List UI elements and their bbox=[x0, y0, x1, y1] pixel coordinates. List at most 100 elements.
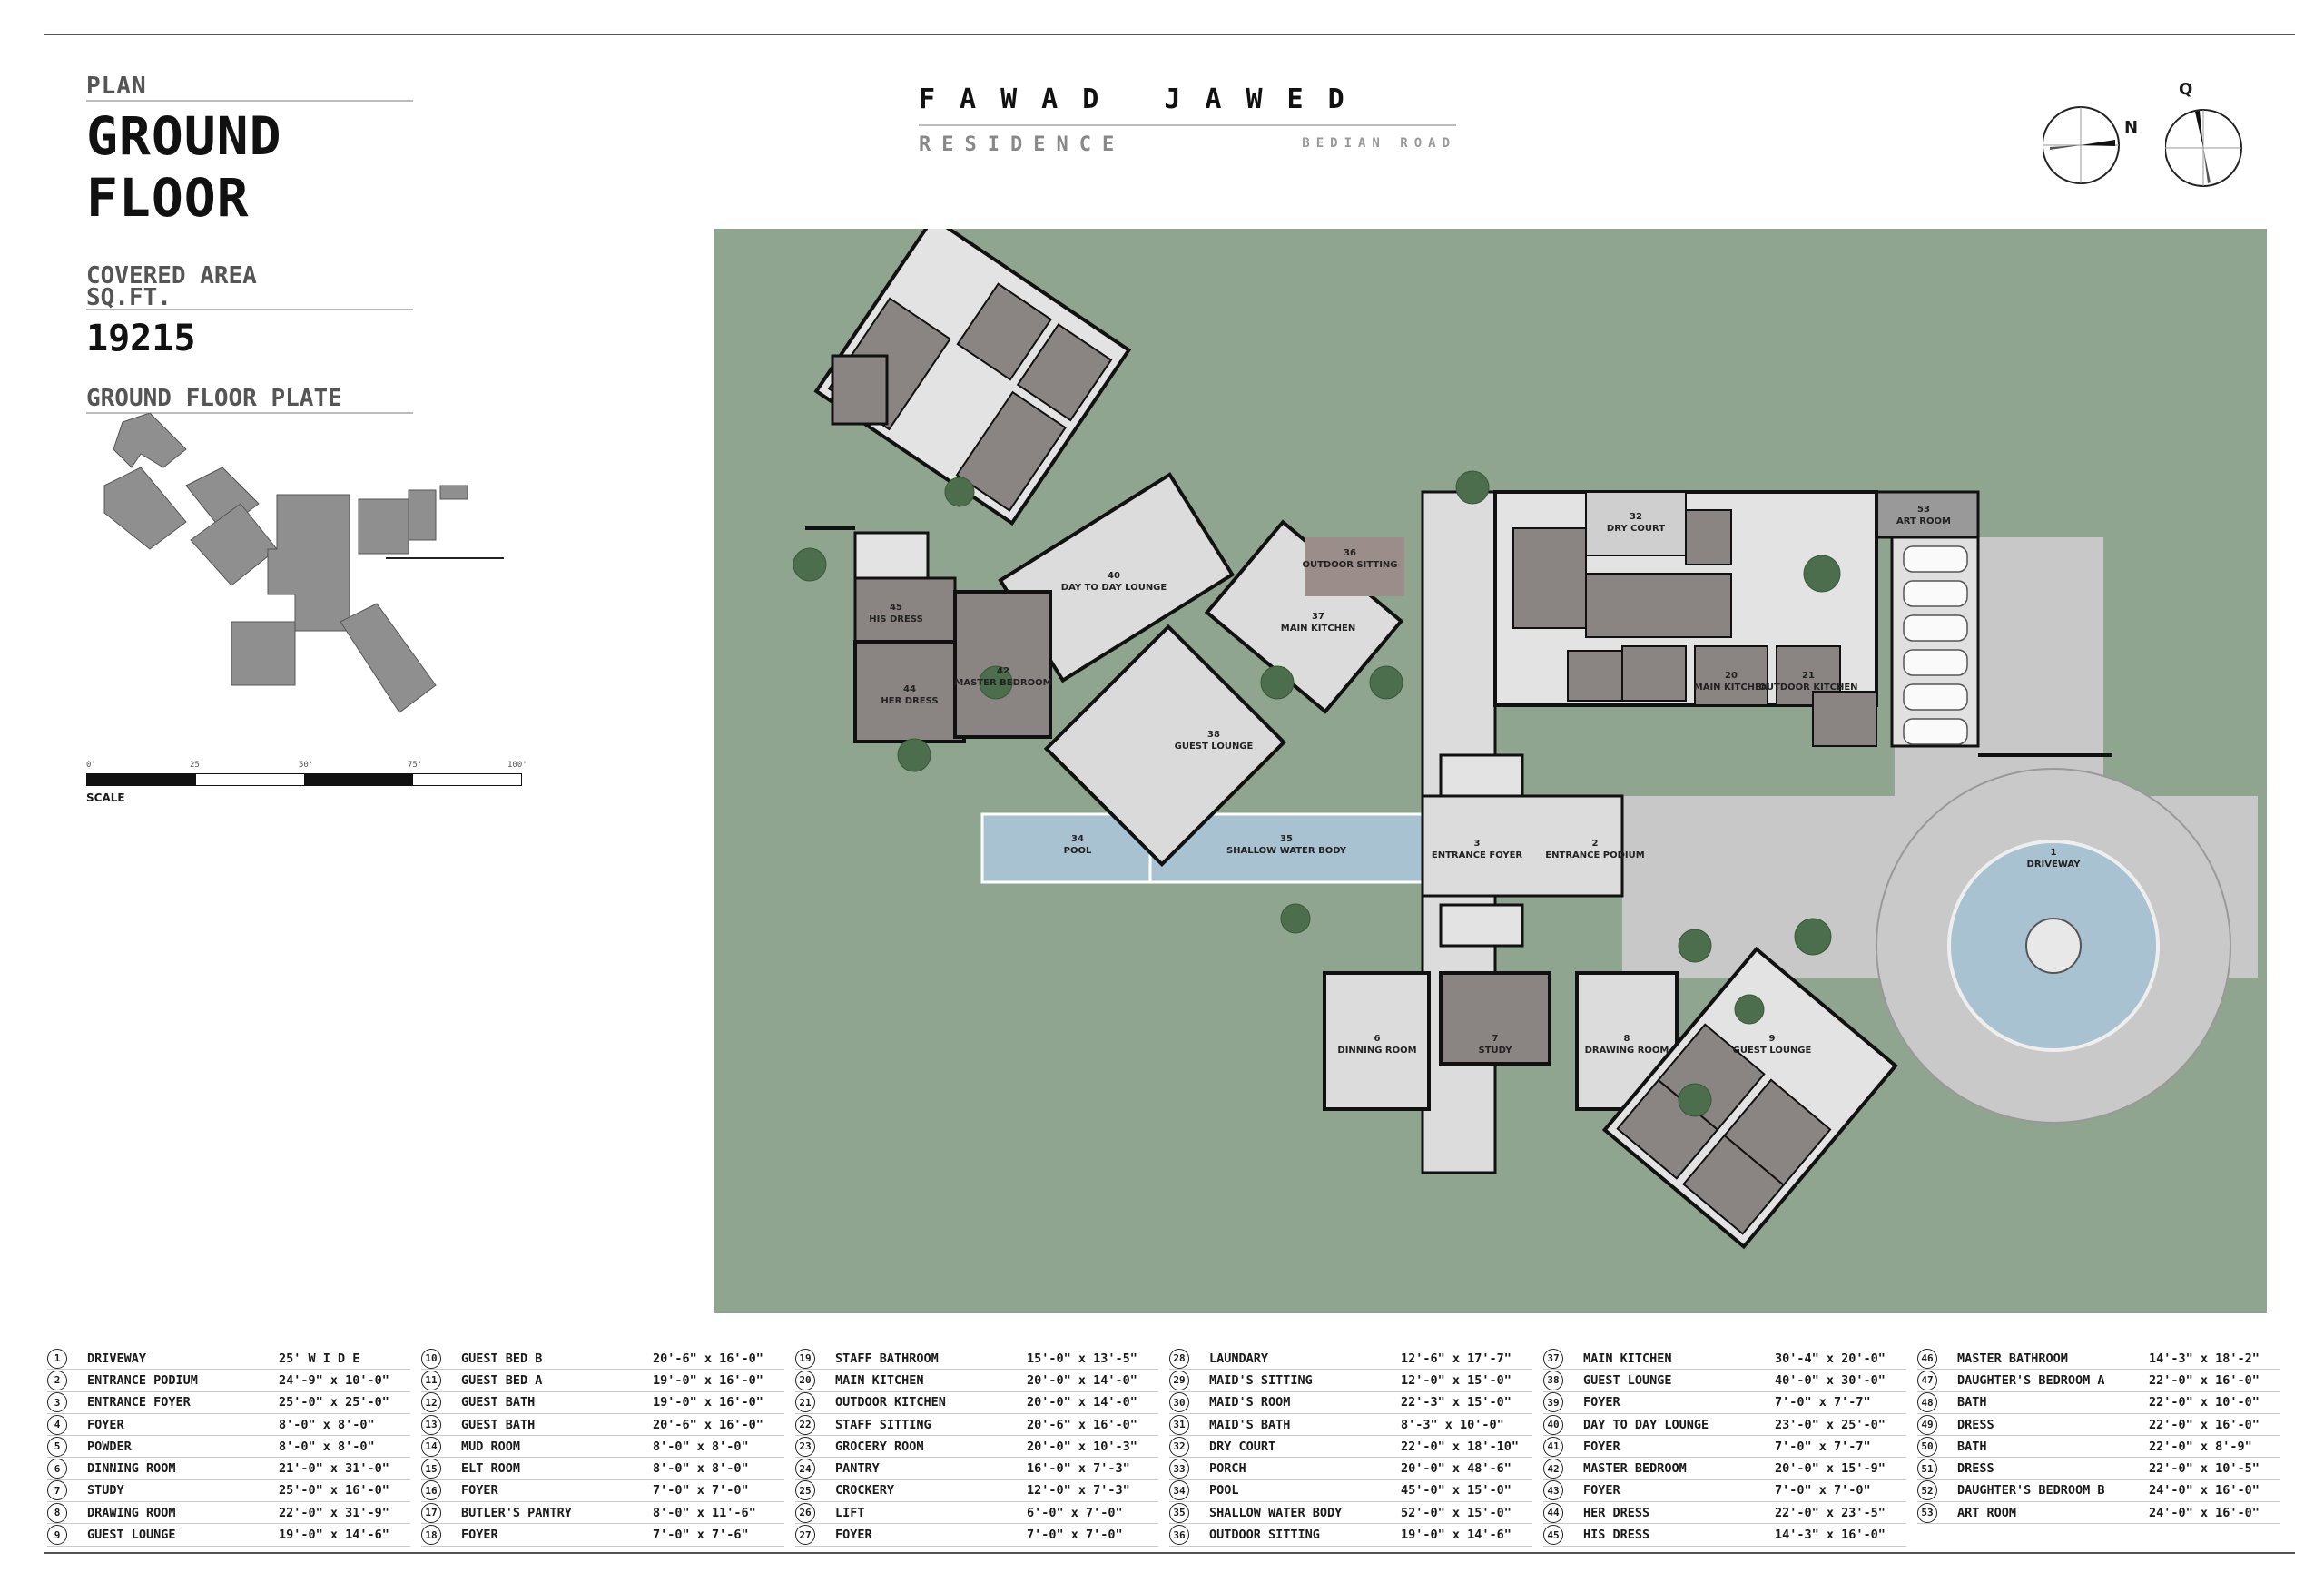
tree-icon bbox=[979, 665, 1013, 700]
pantry bbox=[1621, 645, 1687, 702]
art-room bbox=[1867, 490, 1980, 539]
label-num: 3 bbox=[1474, 839, 1481, 849]
room-number: 18 bbox=[421, 1525, 441, 1546]
room-number: 22 bbox=[795, 1414, 815, 1435]
room-dimension: 22'-0" x 10'-5" bbox=[2149, 1461, 2260, 1477]
room-name: BUTLER'S PANTRY bbox=[461, 1505, 572, 1520]
room-dimension: 22'-0" x 8'-9" bbox=[2149, 1439, 2252, 1454]
key-block bbox=[113, 413, 187, 468]
label-text: GUEST LOUNGE bbox=[1733, 1046, 1812, 1056]
room-dimension: 12'-6" x 17'-7" bbox=[1401, 1351, 1512, 1366]
key-block bbox=[103, 467, 187, 550]
room-name: HER DRESS bbox=[1583, 1505, 1650, 1520]
room-number: 14 bbox=[421, 1436, 441, 1457]
room-number: 41 bbox=[1543, 1436, 1563, 1457]
room-number: 50 bbox=[1917, 1436, 1937, 1457]
room-number: 47 bbox=[1917, 1370, 1937, 1390]
laundary-room bbox=[1512, 527, 1587, 629]
tree-icon bbox=[1734, 994, 1765, 1025]
room-dimension: 24'-0" x 16'-0" bbox=[2149, 1505, 2260, 1520]
room-name: BATH bbox=[1957, 1439, 1987, 1454]
room-name: FOYER bbox=[835, 1528, 872, 1543]
label-text: HER DRESS bbox=[881, 696, 938, 706]
car-icon bbox=[1903, 545, 1968, 573]
room-dimension: 12'-0" x 15'-0" bbox=[1401, 1372, 1512, 1388]
plan-label: PLAN bbox=[86, 73, 147, 100]
room-dimension: 14'-3" x 18'-2" bbox=[2149, 1351, 2260, 1366]
room-dimension: 20'-6" x 16'-0" bbox=[653, 1417, 763, 1432]
room-number: 38 bbox=[1543, 1370, 1563, 1390]
label-text: HIS DRESS bbox=[869, 614, 923, 624]
room-name: DAY TO DAY LOUNGE bbox=[1583, 1417, 1709, 1432]
room-name: PORCH bbox=[1209, 1461, 1246, 1477]
room-name: DAUGHTER'S BEDROOM A bbox=[1957, 1372, 2105, 1388]
label-num: 2 bbox=[1592, 839, 1599, 849]
room-dimension: 22'-3" x 15'-0" bbox=[1401, 1395, 1512, 1410]
label-num: 38 bbox=[1207, 730, 1220, 740]
room-dimension: 8'-0" x 8'-0" bbox=[653, 1461, 749, 1477]
guest-bath bbox=[1682, 1134, 1786, 1235]
room-dimension: 19'-0" x 16'-0" bbox=[653, 1395, 763, 1410]
label-text: GUEST LOUNGE bbox=[1175, 742, 1254, 752]
label-num: 6 bbox=[1374, 1034, 1381, 1044]
room-number: 49 bbox=[1917, 1414, 1937, 1435]
divider bbox=[86, 309, 413, 310]
his-dress bbox=[853, 576, 957, 644]
room-number: 24 bbox=[795, 1459, 815, 1479]
room-name: MAID'S ROOM bbox=[1209, 1395, 1291, 1410]
room-number: 32 bbox=[1169, 1436, 1189, 1457]
car-icon bbox=[1903, 718, 1968, 745]
room-dimension: 24'-9" x 10'-0" bbox=[279, 1372, 389, 1388]
room-number: 1 bbox=[47, 1348, 67, 1369]
room-number: 3 bbox=[47, 1392, 67, 1413]
room-number: 21 bbox=[795, 1392, 815, 1413]
outdoor-sitting bbox=[1305, 537, 1404, 596]
label-num: 44 bbox=[903, 684, 916, 694]
scale-tick: 25' bbox=[190, 761, 205, 770]
bottom-frame-rule bbox=[44, 1552, 2295, 1554]
label-num: 42 bbox=[997, 666, 1009, 676]
room-name: GUEST BATH bbox=[461, 1417, 536, 1432]
dress bbox=[956, 282, 1052, 381]
room-name: HIS DRESS bbox=[1583, 1528, 1650, 1543]
label-text: OUTDOOR KITCHEN bbox=[1758, 683, 1857, 693]
covered-area-line2: SQ.FT. bbox=[86, 284, 172, 311]
room-name: ELT ROOM bbox=[461, 1461, 521, 1477]
label-num: 37 bbox=[1312, 612, 1324, 622]
label-text: MAIN KITCHEN bbox=[1281, 624, 1355, 634]
room-dimension: 8'-0" x 8'-0" bbox=[279, 1439, 375, 1454]
room-dimension: 21'-0" x 31'-0" bbox=[279, 1461, 389, 1477]
room-number: 16 bbox=[421, 1480, 441, 1501]
label-num: 35 bbox=[1280, 834, 1293, 844]
room-number: 28 bbox=[1169, 1348, 1189, 1369]
room-name: STAFF SITTING bbox=[835, 1417, 931, 1432]
project-title-block: FAWAD JAWED RESIDENCE BEDIAN ROAD bbox=[919, 84, 1456, 156]
room-dimension: 7'-0" x 7'-0" bbox=[1775, 1483, 1871, 1498]
scale-label: SCALE bbox=[86, 791, 125, 804]
art-room-west bbox=[831, 354, 889, 426]
label-num: 36 bbox=[1344, 548, 1356, 558]
foyer-powder bbox=[1439, 903, 1524, 948]
master-bedroom bbox=[953, 590, 1052, 739]
room-dimension: 20'-0" x 15'-9" bbox=[1775, 1461, 1886, 1477]
room-dimension: 30'-4" x 20'-0" bbox=[1775, 1351, 1886, 1366]
room-number: 20 bbox=[795, 1370, 815, 1390]
divider bbox=[86, 100, 413, 102]
room-name: FOYER bbox=[461, 1483, 498, 1498]
label-text: OUTDOOR SITTING bbox=[1302, 560, 1397, 570]
